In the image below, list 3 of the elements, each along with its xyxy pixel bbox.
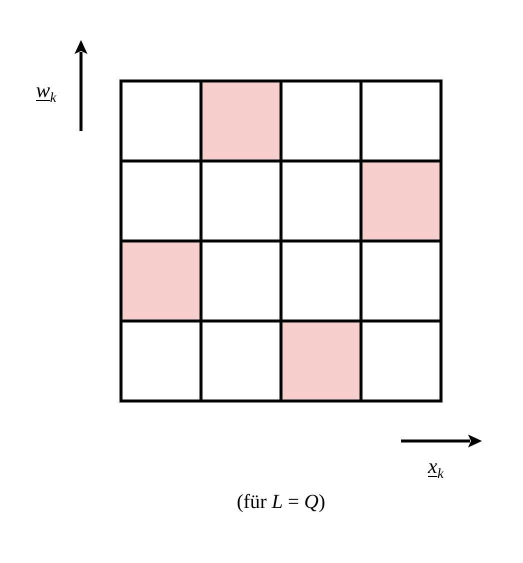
caption: (für L = Q)	[236, 492, 326, 512]
variable-label: w$_{k}$	[36, 80, 56, 106]
variable-label: x$_{k}$	[428, 456, 444, 482]
